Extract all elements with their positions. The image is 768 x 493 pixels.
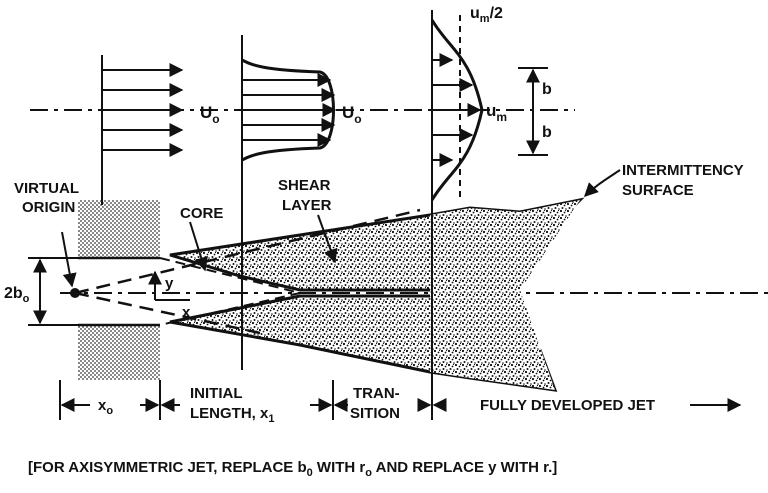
caption: [FOR AXISYMMETRIC JET, REPLACE b0 WITH r…	[28, 459, 557, 479]
um-label: um	[486, 101, 507, 124]
core-label: CORE	[180, 205, 223, 222]
nozzle-width-dimension	[28, 257, 78, 326]
nozzle	[78, 200, 160, 380]
virtual-label-2: ORIGIN	[22, 199, 75, 216]
virtual-origin-point	[70, 288, 80, 298]
b-dimension	[518, 67, 548, 156]
fully-developed-region	[430, 200, 580, 390]
region-x0: xo	[98, 397, 113, 417]
region-fully-developed: FULLY DEVELOPED JET	[480, 397, 655, 414]
b-upper-label: b	[542, 81, 552, 98]
u0-label-1: Uo	[200, 103, 220, 126]
um-half-label: um/2	[470, 5, 503, 25]
intermittency-label-2: SURFACE	[622, 182, 694, 199]
y-label: y	[165, 275, 174, 292]
region-transition-2: SITION	[350, 405, 400, 422]
intermittency-label-1: INTERMITTENCY	[622, 162, 744, 179]
dashed-spread-lower	[74, 291, 261, 335]
virtual-label-1: VIRTUAL	[14, 180, 79, 197]
region-transition-1: TRAN-	[353, 385, 400, 402]
shear-label-2: LAYER	[282, 197, 332, 214]
x-label: x	[182, 304, 191, 321]
region-initial-1: INITIAL	[190, 385, 243, 402]
uniform-velocity-profile	[102, 63, 184, 157]
gaussian-profile	[430, 19, 484, 201]
u0-label-2: Uo	[342, 103, 362, 126]
shear-label-1: SHEAR	[278, 177, 331, 194]
two-b0-label: 2bo	[4, 285, 30, 305]
dashed-spread-upper	[74, 208, 421, 295]
b-lower-label: b	[542, 124, 552, 141]
region-initial-2: LENGTH, x1	[190, 405, 274, 425]
